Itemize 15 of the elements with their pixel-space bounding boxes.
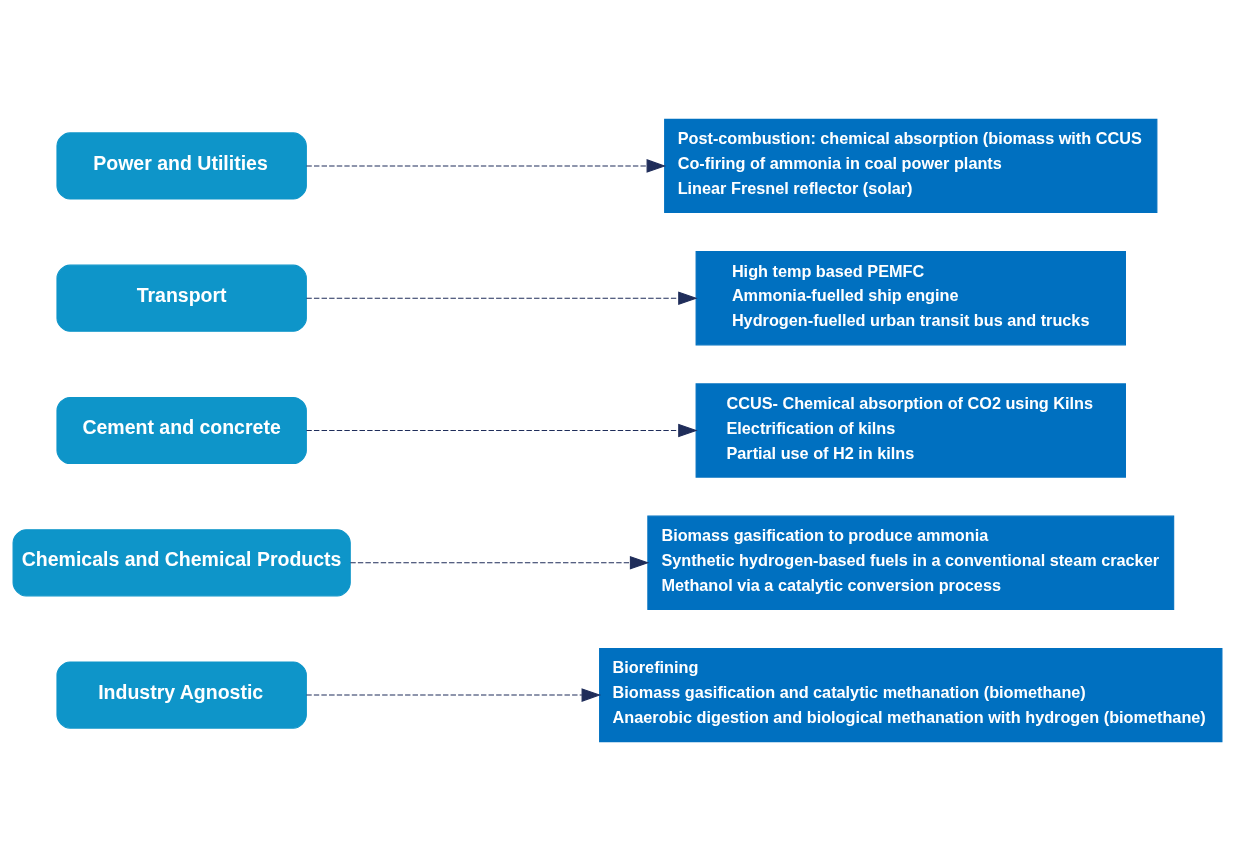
arrow bbox=[305, 688, 602, 702]
node-box: Biomass gasification to produce ammonia Synthetic hydrogen-based fuels in a conventional steam cracker Methanol via a catalytic conversion process bbox=[647, 515, 1175, 610]
arrow bbox=[305, 291, 698, 306]
arrow bbox=[349, 555, 650, 570]
node-box: Cement and concrete bbox=[56, 396, 307, 465]
node-box: Post-combustion: chemical absorption (biomass with CCUS Co-firing of ammonia in coal power plants Linear Fresnel reflector (solar) bbox=[664, 118, 1158, 214]
node-box: Power and Utilities bbox=[56, 132, 307, 200]
arrow bbox=[305, 423, 698, 438]
node-box: Chemicals and Chemical Products bbox=[12, 529, 351, 597]
node-box: High temp based PEMFC Ammonia-fuelled ship engine Hydrogen-fuelled urban transit bus and trucks bbox=[695, 251, 1126, 346]
arrow bbox=[305, 159, 667, 173]
node-box: Industry Agnostic bbox=[56, 661, 307, 729]
node-box: CCUS- Chemical absorption of CO2 using Kilns Electrification of kilns Partial use of H2 in kilns bbox=[695, 383, 1126, 478]
node-box: Biorefining Biomass gasification and catalytic methanation (biomethane) Anaerobic digestion and biological methanation with hydrogen (biomethane) bbox=[599, 647, 1223, 743]
node-box: Transport bbox=[56, 264, 307, 332]
